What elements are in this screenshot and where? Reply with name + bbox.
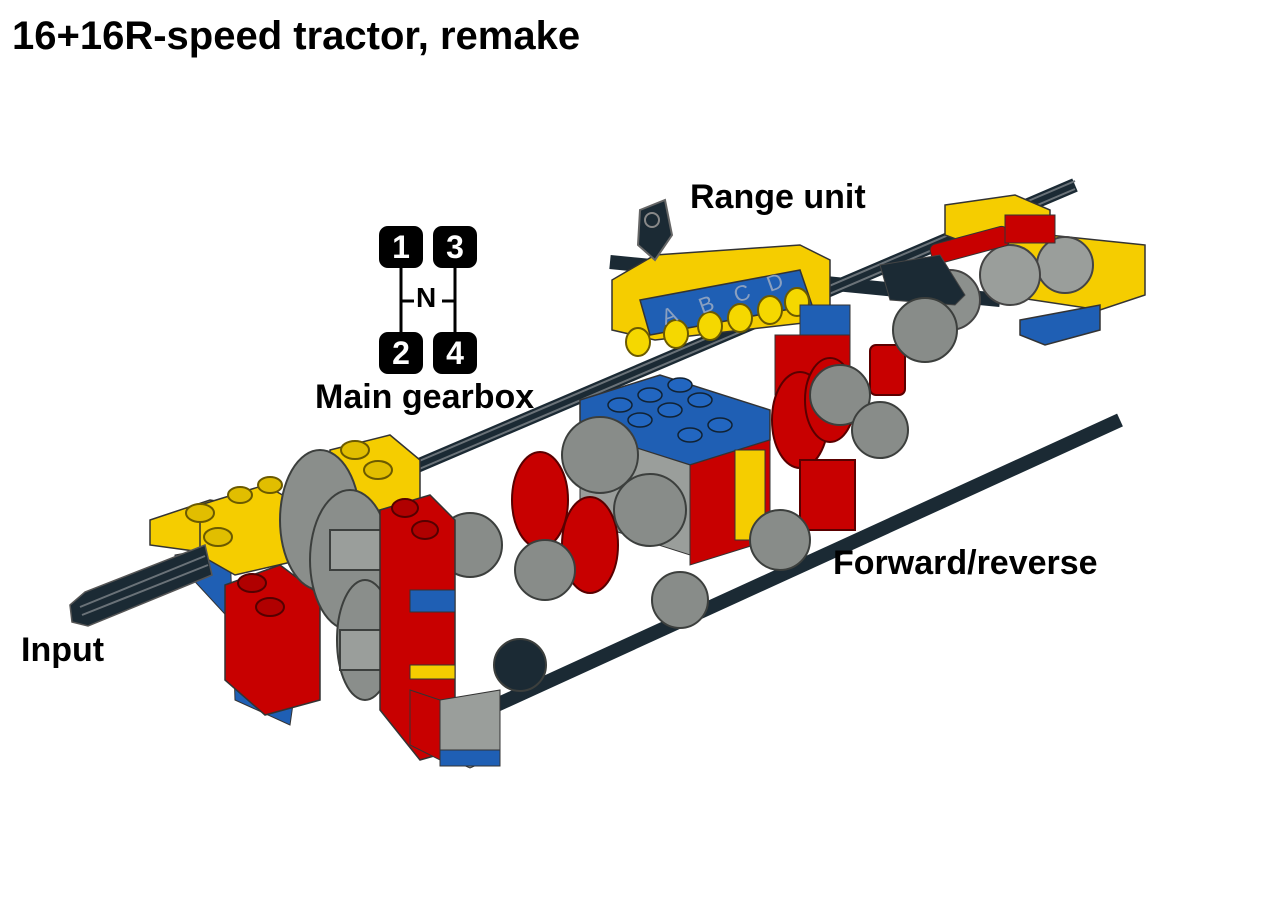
page-title: 16+16R-speed tractor, remake	[12, 14, 581, 58]
range-selector: A B C D	[611, 198, 831, 357]
shift-gate-lines	[399, 266, 457, 334]
gear-4-badge: 4	[433, 332, 477, 374]
shift-pattern-diagram: 1 3 2 4 N	[376, 226, 480, 374]
neutral-label: N	[416, 282, 437, 313]
input-frame	[149, 434, 501, 769]
main-gearbox-label: Main gearbox	[315, 378, 535, 416]
input-label: Input	[21, 631, 105, 669]
gear-3-badge: 3	[433, 226, 477, 268]
gear-1-badge: 1	[379, 226, 423, 268]
forward-reverse-label: Forward/reverse	[833, 544, 1098, 582]
gear-2-badge: 2	[379, 332, 423, 374]
range-unit-label: Range unit	[690, 178, 866, 216]
